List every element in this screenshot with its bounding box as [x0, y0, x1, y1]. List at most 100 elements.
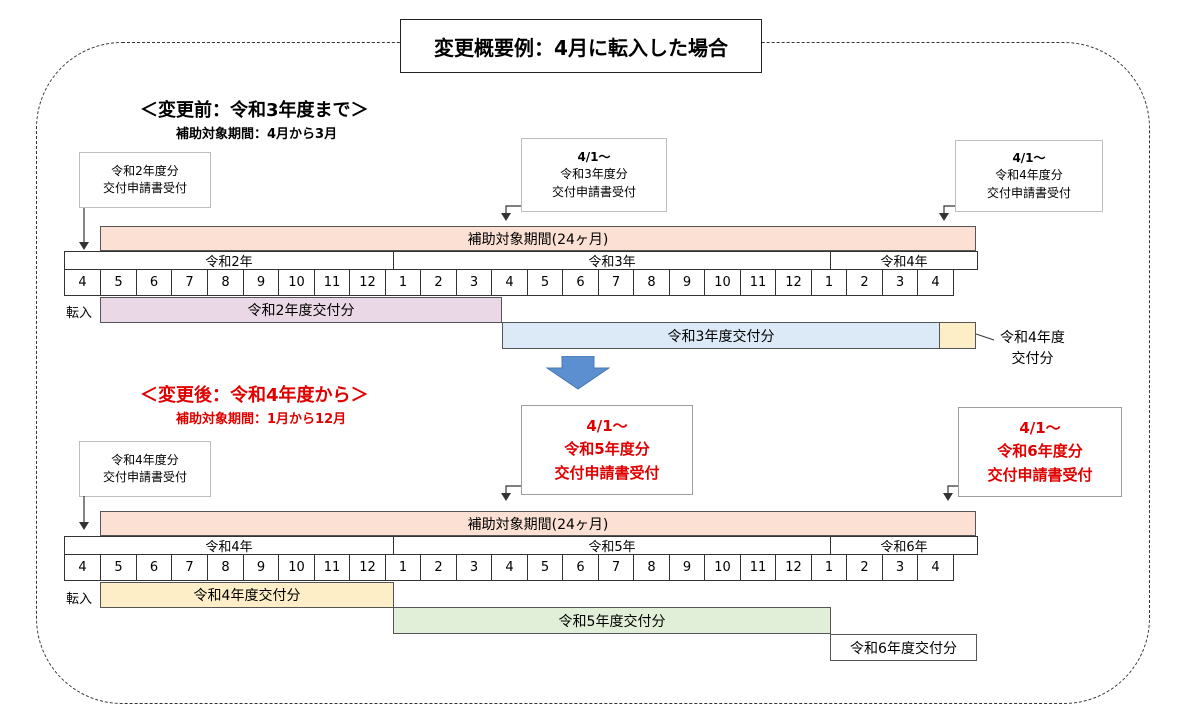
month-cell: 12 [775, 554, 812, 581]
month-cell: 1 [811, 269, 847, 296]
month-cell: 1 [385, 554, 421, 581]
down-arrow-icon [546, 356, 610, 390]
before-bar-r2: 令和2年度交付分 [100, 297, 502, 323]
month-cell: 4 [491, 554, 528, 581]
month-cell: 10 [704, 269, 741, 296]
month-cell: 7 [598, 554, 634, 581]
month-cell: 5 [527, 554, 563, 581]
down-arrow-icon [501, 493, 511, 501]
month-cell: 3 [882, 269, 918, 296]
before-bar-r3: 令和3年度交付分 [502, 322, 940, 349]
month-cell: 12 [349, 554, 386, 581]
note-line: 4/1～ [1019, 419, 1061, 438]
before-side-label: 令和4年度 交付分 [1000, 328, 1065, 370]
after-bar-r6: 令和6年度交付分 [830, 634, 977, 661]
month-cell: 4 [917, 554, 954, 581]
before-note-left: 令和2年度分 交付申請書受付 [79, 152, 211, 208]
after-heading: ＜変更後：令和4年度から＞ [140, 385, 369, 406]
month-cell: 1 [811, 554, 847, 581]
month-cell: 1 [385, 269, 421, 296]
connector-arrow-icon [505, 205, 521, 216]
note-line: 令和5年度分 [564, 440, 650, 459]
month-cell: 12 [349, 269, 386, 296]
note-line: 令和2年度分 [111, 163, 179, 178]
note-line: 4/1～ [577, 149, 611, 164]
before-year-row: 令和2年 令和3年 令和4年 [64, 251, 978, 270]
after-note-right: 4/1～ 令和6年度分 交付申請書受付 [958, 407, 1122, 497]
note-line: 交付申請書受付 [554, 463, 660, 482]
month-cell: 2 [420, 269, 457, 296]
before-bar-r4-stub [939, 322, 976, 349]
month-cell: 5 [100, 554, 137, 581]
month-cell: 6 [136, 554, 172, 581]
down-arrow-icon [79, 522, 89, 530]
year-cell: 令和6年 [830, 536, 978, 555]
month-cell: 11 [740, 554, 776, 581]
month-cell: 5 [527, 269, 563, 296]
note-line: 4/1～ [1012, 150, 1046, 165]
month-cell: 6 [136, 269, 172, 296]
month-cell: 7 [598, 269, 634, 296]
month-cell: 4 [64, 269, 101, 296]
after-move-in-label: 転入 [66, 592, 93, 607]
month-cell: 11 [740, 269, 776, 296]
month-cell: 9 [243, 269, 279, 296]
month-cell: 6 [562, 554, 599, 581]
month-cell: 3 [456, 269, 492, 296]
before-span-bar: 補助対象期間(24ヶ月) [100, 226, 976, 251]
month-cell: 3 [456, 554, 492, 581]
before-move-in-label: 転入 [66, 306, 93, 321]
month-cell: 11 [314, 269, 350, 296]
down-arrow-icon [939, 213, 949, 221]
month-cell: 10 [278, 269, 315, 296]
side-label-line: 交付分 [1011, 351, 1054, 367]
month-cell: 10 [704, 554, 741, 581]
note-line: 令和4年度分 [995, 168, 1063, 183]
side-label-line: 令和4年度 [1000, 330, 1065, 346]
month-cell: 4 [64, 554, 101, 581]
note-line: 4/1～ [586, 417, 628, 436]
before-connectors [79, 205, 955, 250]
note-line: 交付申請書受付 [551, 184, 636, 199]
connector-arrow-icon [943, 205, 955, 216]
note-line: 令和6年度分 [997, 442, 1083, 461]
after-note-mid: 4/1～ 令和5年度分 交付申請書受付 [521, 405, 693, 495]
down-arrow-icon [943, 493, 953, 501]
month-cell: 6 [562, 269, 599, 296]
after-note-left: 令和4年度分 交付申請書受付 [79, 441, 211, 497]
month-cell: 9 [243, 554, 279, 581]
down-arrow-icon [79, 242, 89, 250]
month-cell: 5 [100, 269, 137, 296]
note-line: 交付申請書受付 [987, 465, 1093, 484]
month-cell: 7 [171, 554, 208, 581]
month-cell: 2 [420, 554, 457, 581]
before-subheading: 補助対象期間：4月から3月 [176, 127, 338, 142]
after-span-bar: 補助対象期間(24ヶ月) [100, 511, 976, 536]
year-cell: 令和5年 [393, 536, 831, 555]
month-cell: 9 [669, 269, 705, 296]
month-cell: 8 [207, 554, 244, 581]
month-cell: 4 [491, 269, 528, 296]
before-heading: ＜変更前：令和3年度まで＞ [140, 100, 369, 121]
month-cell: 8 [207, 269, 244, 296]
month-cell: 4 [917, 269, 954, 296]
after-year-row: 令和4年 令和5年 令和6年 [64, 536, 978, 555]
month-cell: 8 [633, 554, 670, 581]
year-cell: 令和2年 [64, 251, 394, 270]
after-bar-r5: 令和5年度交付分 [393, 607, 831, 634]
connector-arrow-icon [947, 485, 958, 496]
note-line: 令和3年度分 [560, 167, 628, 182]
connector-arrow-icon [505, 485, 521, 496]
month-cell: 11 [314, 554, 350, 581]
before-note-mid: 4/1～ 令和3年度分 交付申請書受付 [521, 138, 667, 212]
after-connectors [79, 485, 958, 530]
month-cell: 12 [775, 269, 812, 296]
note-line: 交付申請書受付 [102, 181, 187, 195]
month-cell: 9 [669, 554, 705, 581]
note-line: 令和4年度分 [111, 452, 179, 467]
month-cell: 3 [882, 554, 918, 581]
diagram-title: 変更概要例：4月に転入した場合 [400, 19, 762, 73]
month-cell: 2 [846, 269, 883, 296]
